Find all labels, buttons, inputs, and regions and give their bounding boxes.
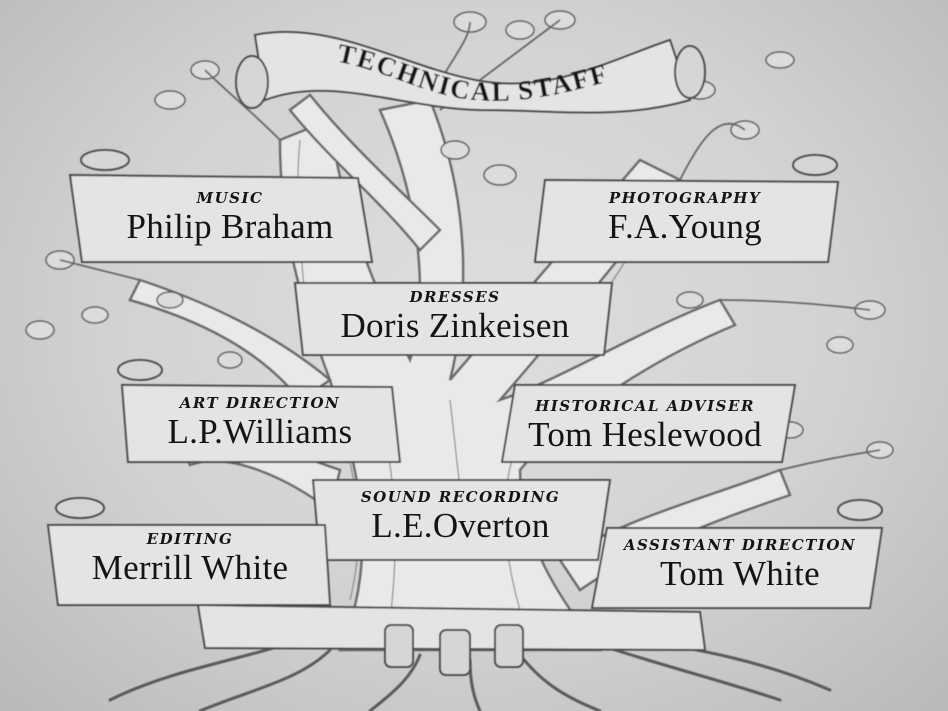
credit-editing: EDITING Merrill White xyxy=(55,530,325,588)
scroll-curls xyxy=(55,45,883,676)
credit-person: Tom Heslewood xyxy=(528,415,762,454)
credit-dresses: DRESSES Doris Zinkeisen xyxy=(305,288,605,346)
credit-role: SOUND RECORDING xyxy=(360,488,561,506)
credit-person: Merrill White xyxy=(91,548,289,587)
credit-person: Doris Zinkeisen xyxy=(340,306,570,345)
credit-assistant-direction: ASSISTANT DIRECTION Tom White xyxy=(600,536,880,594)
credit-role: MUSIC xyxy=(196,189,264,207)
credit-photography: PHOTOGRAPHY F.A.Young xyxy=(550,189,820,247)
credit-music: MUSIC Philip Braham xyxy=(95,189,365,247)
credit-role: ASSISTANT DIRECTION xyxy=(623,536,857,554)
credit-role: DRESSES xyxy=(409,288,501,306)
credit-person: F.A.Young xyxy=(608,207,762,246)
credit-role: HISTORICAL ADVISER xyxy=(535,397,755,415)
credit-person: Philip Braham xyxy=(126,207,334,246)
credit-historical-adviser: HISTORICAL ADVISER Tom Heslewood xyxy=(505,397,785,455)
credit-sound-recording: SOUND RECORDING L.E.Overton xyxy=(318,488,603,546)
banner-scrolls xyxy=(46,31,884,652)
credit-person: Tom White xyxy=(660,554,820,593)
credit-role: EDITING xyxy=(146,530,234,548)
credit-role: PHOTOGRAPHY xyxy=(608,189,762,207)
credit-art-direction: ART DIRECTION L.P.Williams xyxy=(125,394,395,452)
credit-role: ART DIRECTION xyxy=(179,394,341,412)
credit-person: L.P.Williams xyxy=(167,412,353,451)
credit-person: L.E.Overton xyxy=(371,506,550,545)
